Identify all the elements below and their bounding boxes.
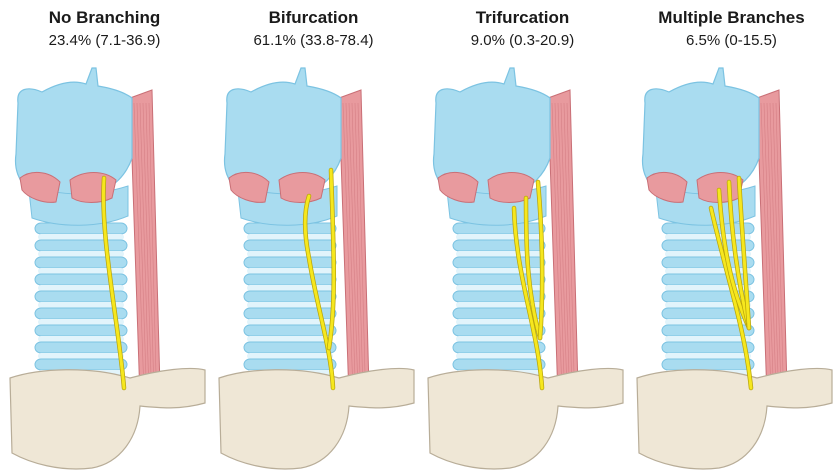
trachea-ring [244, 240, 336, 251]
ring-gap [38, 336, 124, 342]
trachea-ring [35, 257, 127, 268]
trachea-ring [244, 274, 336, 285]
panel-multiple-branches: Multiple Branches 6.5% (0-15.5) [627, 0, 836, 476]
trachea-ring [244, 359, 336, 370]
panel-bifurcation: Bifurcation 61.1% (33.8-78.4) [209, 0, 418, 476]
trachea-ring [35, 325, 127, 336]
clavicle-bone [219, 368, 414, 469]
clavicle-bone [428, 368, 623, 469]
trachea-ring [453, 359, 545, 370]
ring-gap [38, 319, 124, 325]
trachea-ring [244, 257, 336, 268]
ring-gap [456, 353, 542, 359]
ring-gap [38, 234, 124, 240]
ring-gap [247, 353, 333, 359]
larynx-illustration [0, 58, 209, 476]
trachea-ring [35, 342, 127, 353]
cricothyroid-muscle [647, 172, 687, 202]
ring-gap [38, 251, 124, 257]
panel-stat: 61.1% (33.8-78.4) [209, 32, 418, 49]
ring-gap [38, 302, 124, 308]
ring-gap [456, 336, 542, 342]
trachea-ring [35, 359, 127, 370]
larynx-illustration [209, 58, 418, 476]
trachea-ring [453, 257, 545, 268]
panel-title: Multiple Branches [627, 8, 836, 28]
panel-stat: 23.4% (7.1-36.9) [0, 32, 209, 49]
trachea-ring [662, 342, 754, 353]
cricothyroid-muscle [279, 173, 325, 203]
panel-stat: 9.0% (0.3-20.9) [418, 32, 627, 49]
ring-gap [665, 234, 751, 240]
ring-gap [456, 234, 542, 240]
cricothyroid-muscle [438, 172, 478, 202]
ring-gap [247, 268, 333, 274]
ring-gap [247, 285, 333, 291]
trachea-ring [662, 359, 754, 370]
larynx-illustration [418, 58, 627, 476]
ring-gap [38, 353, 124, 359]
trachea-ring [662, 240, 754, 251]
trachea-ring [35, 240, 127, 251]
ring-gap [247, 336, 333, 342]
panel-title: Bifurcation [209, 8, 418, 28]
clavicle-bone [10, 368, 205, 469]
panel-title: Trifurcation [418, 8, 627, 28]
trachea-ring [35, 274, 127, 285]
trachea-ring [244, 291, 336, 302]
larynx-illustration [627, 58, 836, 476]
trachea-ring [244, 342, 336, 353]
cricothyroid-muscle [229, 172, 269, 202]
clavicle-bone [637, 368, 832, 469]
trachea-ring [662, 257, 754, 268]
ring-gap [247, 251, 333, 257]
ring-gap [665, 353, 751, 359]
cricothyroid-muscle [20, 172, 60, 202]
panel-no-branching: No Branching 23.4% (7.1-36.9) [0, 0, 209, 476]
ring-gap [247, 234, 333, 240]
ring-gap [665, 251, 751, 257]
panel-trifurcation: Trifurcation 9.0% (0.3-20.9) [418, 0, 627, 476]
panel-stat: 6.5% (0-15.5) [627, 32, 836, 49]
ring-gap [665, 336, 751, 342]
cricothyroid-muscle [70, 173, 116, 203]
panel-title: No Branching [0, 8, 209, 28]
trachea-ring [453, 342, 545, 353]
trachea-ring [453, 240, 545, 251]
